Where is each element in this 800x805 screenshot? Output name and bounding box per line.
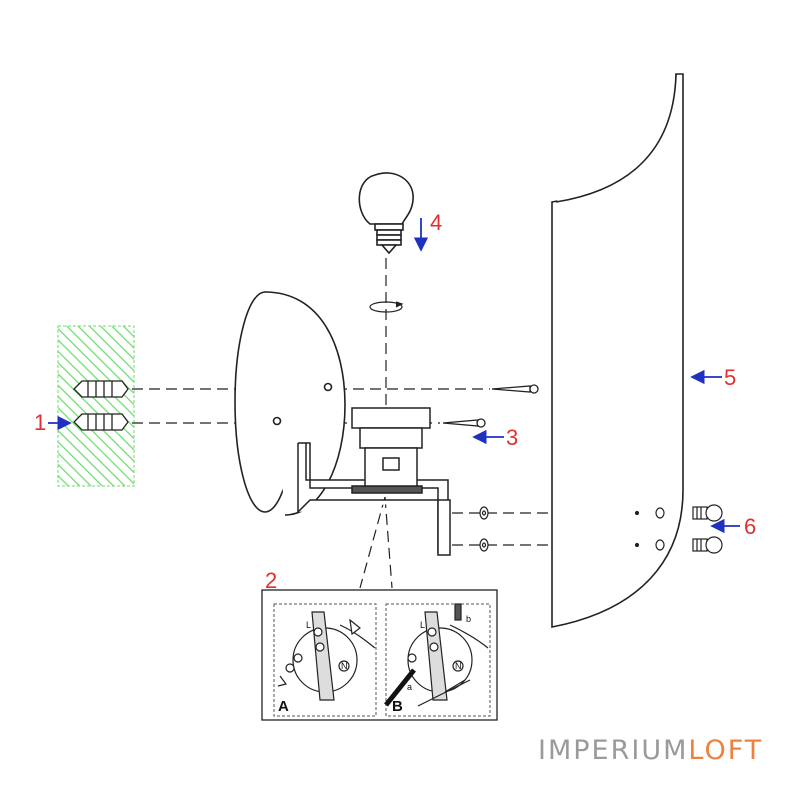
bracket-washers — [479, 506, 489, 552]
callout-arrows — [48, 218, 740, 534]
callout-1: 1 — [34, 410, 46, 435]
rotation-indicator — [369, 301, 404, 313]
callout-5: 5 — [724, 365, 736, 390]
wall-anchor-bottom — [73, 413, 129, 431]
detail-view-b-label: B — [392, 698, 403, 715]
callout-6: 6 — [744, 514, 756, 539]
lamp-holder — [351, 407, 431, 487]
canopy-plate — [234, 291, 346, 516]
detail-b-live-label: L — [420, 620, 425, 630]
detail-b-neutral-label: N — [455, 661, 462, 671]
detail-view-a — [277, 611, 376, 701]
detail-a-neutral-label: N — [341, 661, 348, 671]
light-bulb — [358, 172, 414, 255]
wire-label-b: b — [466, 614, 471, 624]
detail-a-live-label: L — [306, 620, 311, 630]
screw-middle — [442, 418, 486, 428]
brand-logo: IMPERIUMLOFT — [538, 735, 763, 766]
mounting-bracket — [297, 442, 451, 556]
callout-3: 3 — [506, 425, 518, 450]
lamp-shade — [551, 73, 684, 628]
shade-fasteners — [634, 504, 723, 554]
wire-label-a: a — [407, 682, 412, 692]
wall-anchor-top — [73, 380, 129, 398]
detail-view-a-label: A — [278, 698, 289, 715]
callout-4: 4 — [430, 210, 442, 235]
brand-part-2: LOFT — [688, 735, 764, 766]
wall — [57, 325, 135, 487]
detail-view-b — [384, 603, 489, 707]
callout-2: 2 — [265, 568, 277, 593]
screw-top — [491, 384, 539, 394]
wiring-detail: N L A N L a b B — [261, 589, 498, 721]
brand-part-1: IMPERIUM — [538, 735, 689, 766]
